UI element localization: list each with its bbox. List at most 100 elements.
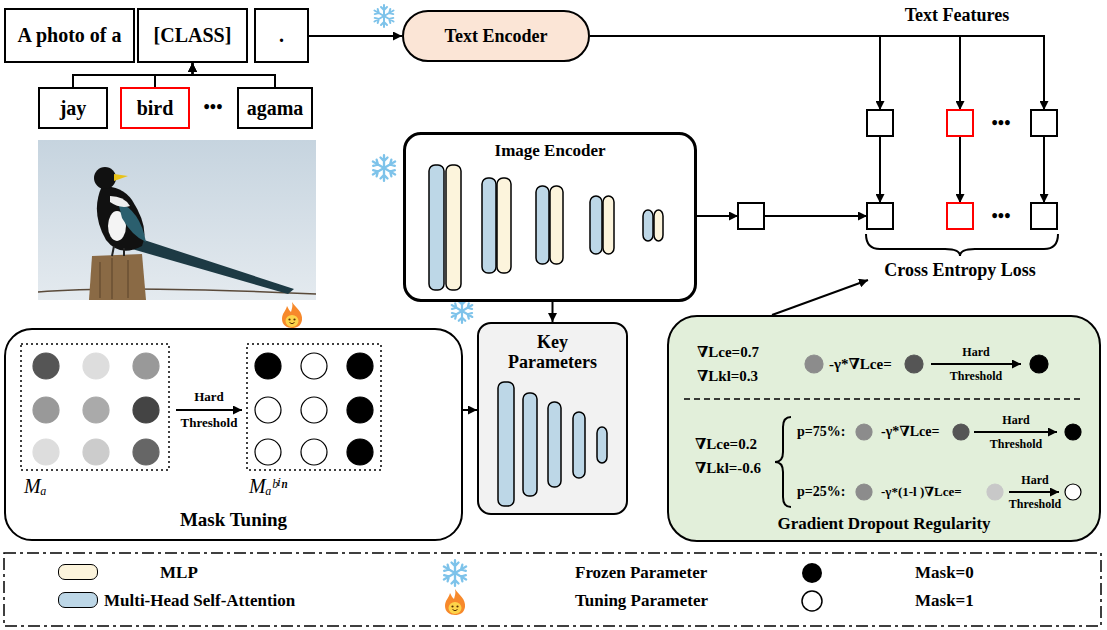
mlp-layer [603, 196, 614, 254]
legend-text: Mask=1 [915, 590, 974, 612]
feature-square [738, 110, 1057, 229]
separator-line [684, 398, 1084, 400]
key-parameters-box: Key Parameters [477, 322, 628, 515]
mask-value-dot [856, 484, 872, 500]
frozen-icon [450, 299, 474, 323]
legend-mask-zero [802, 563, 822, 583]
mask-value-dot [255, 439, 281, 465]
legend-frozen-icon [442, 560, 468, 586]
legend-frame [4, 553, 1101, 626]
ellipsis-mark: ••• [992, 112, 1011, 134]
loss-bracket [866, 234, 1058, 256]
mlp-layer [654, 210, 663, 241]
threshold-arrow [1009, 491, 1059, 493]
class-name-box: jay [38, 87, 108, 129]
matrix-frame [21, 344, 169, 470]
frozen-icon [371, 155, 397, 181]
box-label: Text Encoder [445, 26, 548, 47]
text-encoder-pill: Text Encoder [402, 10, 590, 62]
threshold-label: Hard Threshold [1005, 468, 1065, 516]
loss-label: Cross Entropy Loss [884, 259, 1035, 281]
attention-layer [429, 165, 444, 290]
mask-value-dot [301, 397, 327, 423]
text-feature-arrows-part [772, 280, 868, 315]
magpie-photo-part [100, 258, 128, 299]
image-encoder-box: Image Encoder [403, 132, 697, 302]
connector [309, 35, 402, 37]
box-title: Key Parameters [497, 332, 608, 372]
ellipsis-mark: ••• [204, 96, 223, 118]
text-feature-arrows-part [697, 215, 738, 217]
magpie-photo-part [132, 238, 294, 294]
attention-layer [523, 393, 537, 496]
feature-square-part [1031, 203, 1057, 229]
feature-square-part [947, 110, 973, 136]
mask-value-dot [33, 397, 59, 423]
mask-value-dot [805, 355, 823, 373]
box-title: Image Encoder [406, 141, 694, 161]
magpie-photo-part [114, 174, 128, 181]
text-feature-arrows-part [959, 136, 961, 203]
legend-mask-one [802, 591, 822, 611]
panel-title: Mask Tuning [6, 508, 461, 532]
magpie-photo-part [38, 140, 316, 300]
threshold-arrow [974, 431, 1057, 433]
mask-value-dot [301, 439, 327, 465]
attention-layer [548, 402, 561, 487]
connector [155, 63, 193, 87]
matrix-label: Mₐ [24, 474, 47, 498]
text-feature-arrows-part [1043, 136, 1045, 203]
prompt-token-box: A photo of a [4, 8, 135, 63]
probability-label: p=75%: [797, 423, 845, 441]
mask-value-dot [1065, 424, 1081, 440]
threshold-label: Hard Threshold [984, 408, 1048, 456]
legend-text: MLP [160, 562, 198, 584]
mask-value-dot [133, 439, 159, 465]
text-feature-arrows-part [764, 215, 867, 217]
magpie-photo-part [112, 246, 124, 256]
mask-value-dot [347, 353, 373, 379]
update-formula: -γ*∇Lce= [881, 423, 940, 441]
box-label: bird [137, 97, 174, 120]
matrix-frame [247, 344, 381, 470]
mask-value-dot [83, 397, 109, 423]
period-token-box: . [254, 8, 309, 63]
class-name-box: bird [120, 87, 190, 129]
mask-value-dot [255, 353, 281, 379]
magpie-photo [38, 140, 316, 300]
node-art [6, 330, 461, 539]
mask-value-dot [347, 397, 373, 423]
gradient-value: ∇Lkl=-0.6 [695, 459, 761, 477]
probability-label: p=25%: [797, 483, 845, 501]
mask-value-dot [1030, 355, 1048, 373]
feature-square-part [1031, 110, 1057, 136]
mask-value-dot [1065, 484, 1081, 500]
attention-layer [597, 427, 607, 463]
update-formula: -γ*(1-l )∇Lce= [881, 483, 962, 501]
legend-text: Frozen Parameter [575, 562, 707, 584]
feature-square-part [867, 203, 893, 229]
attention-layer [498, 382, 514, 506]
mask-value-dot [987, 484, 1003, 500]
mlp-layer [446, 165, 461, 290]
gradient-dropout-panel: ∇Lce=0.7∇Lkl=0.3-γ*∇Lce=Hard Threshold∇L… [667, 315, 1101, 542]
frozen-icon [373, 5, 395, 27]
mask-value-dot [856, 424, 872, 440]
case-brace [775, 417, 791, 507]
mask-value-dot [83, 439, 109, 465]
feature-square-part [947, 203, 973, 229]
magpie-photo-part [118, 202, 146, 242]
gradient-value: ∇Lce=0.7 [697, 343, 759, 361]
matrix-label: Mₐᵇⁱⁿ [249, 474, 287, 498]
tuning-icon [282, 302, 302, 328]
mlp-layer [550, 186, 563, 264]
legend-swatch [58, 564, 98, 580]
ellipsis-mark: ••• [992, 205, 1011, 227]
mask-value-dot [133, 397, 159, 423]
gradient-value: ∇Lce=0.2 [695, 435, 757, 453]
box-label: A photo of a [18, 24, 122, 47]
legend-text: Mask=0 [915, 562, 974, 584]
box-label: agama [247, 97, 304, 120]
attention-layer [536, 186, 549, 264]
